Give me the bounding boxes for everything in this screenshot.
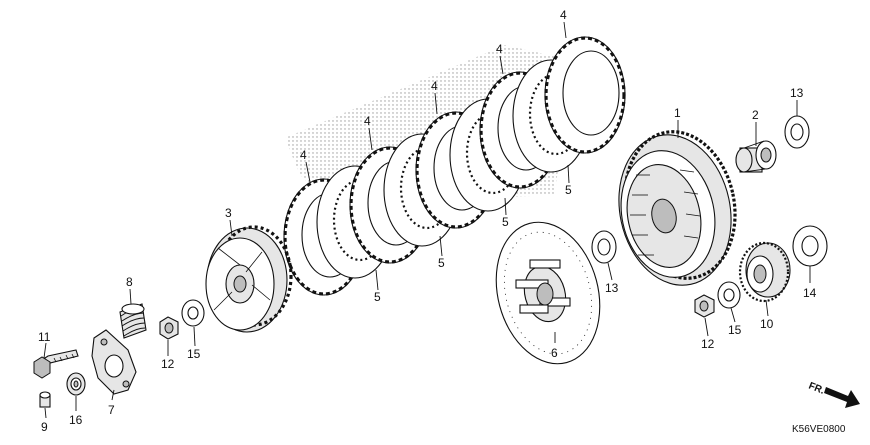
callout-4c: 4 xyxy=(431,79,438,93)
callout-12-right: 12 xyxy=(701,337,715,351)
callout-4e: 4 xyxy=(560,8,567,22)
part-washer-14 xyxy=(792,225,828,267)
callout-7: 7 xyxy=(108,403,115,417)
part-clutch-outer xyxy=(618,130,737,286)
callout-1: 1 xyxy=(674,106,681,120)
callout-4a: 4 xyxy=(300,148,307,162)
part-nut-12-left xyxy=(159,316,179,340)
part-collar xyxy=(735,140,777,173)
callout-13-upper: 13 xyxy=(790,86,804,100)
part-clutch-spring xyxy=(119,303,147,339)
part-washer-15-right xyxy=(717,281,741,309)
callout-12-left: 12 xyxy=(161,357,175,371)
part-thrust-washer-upper xyxy=(784,115,810,149)
front-arrow-icon xyxy=(824,387,860,408)
part-lifter-plate xyxy=(91,329,137,395)
callout-11: 11 xyxy=(38,330,51,344)
leader-lines xyxy=(43,21,811,419)
callout-14: 14 xyxy=(803,286,817,300)
callout-13-lower: 13 xyxy=(605,281,619,295)
callout-3: 3 xyxy=(225,206,232,220)
callout-10: 10 xyxy=(760,317,774,331)
direction-label: FR. xyxy=(807,381,826,397)
callout-5a: 5 xyxy=(374,290,381,304)
callout-9: 9 xyxy=(41,420,48,434)
part-bolt xyxy=(33,349,79,379)
part-washer-15-left xyxy=(181,299,205,327)
part-pressure-plate xyxy=(495,221,601,365)
callout-5b: 5 xyxy=(438,256,445,270)
callouts: 1 2 3 4 4 4 4 4 5 5 5 5 6 7 8 9 10 11 12… xyxy=(38,8,817,434)
callout-4d: 4 xyxy=(496,42,503,56)
diagram-code: K56VE0800 xyxy=(792,424,846,435)
front-direction-indicator: FR. xyxy=(807,381,860,408)
callout-5d: 5 xyxy=(565,183,572,197)
callout-15-left: 15 xyxy=(187,347,201,361)
callout-2: 2 xyxy=(752,108,759,122)
part-thrust-washer-lower xyxy=(591,230,617,264)
part-pin xyxy=(39,391,51,408)
clutch-plate-stack xyxy=(283,36,626,296)
callout-16: 16 xyxy=(69,413,83,427)
callout-6: 6 xyxy=(551,346,558,360)
callout-5c: 5 xyxy=(502,215,509,229)
callout-4b: 4 xyxy=(364,114,371,128)
part-clutch-center xyxy=(205,225,293,333)
part-gear xyxy=(738,241,791,303)
callout-15-right: 15 xyxy=(728,323,742,337)
part-bearing xyxy=(66,372,86,396)
part-nut-12-right xyxy=(694,294,715,318)
part-friction-disc-4e xyxy=(544,36,626,154)
callout-8: 8 xyxy=(126,275,133,289)
